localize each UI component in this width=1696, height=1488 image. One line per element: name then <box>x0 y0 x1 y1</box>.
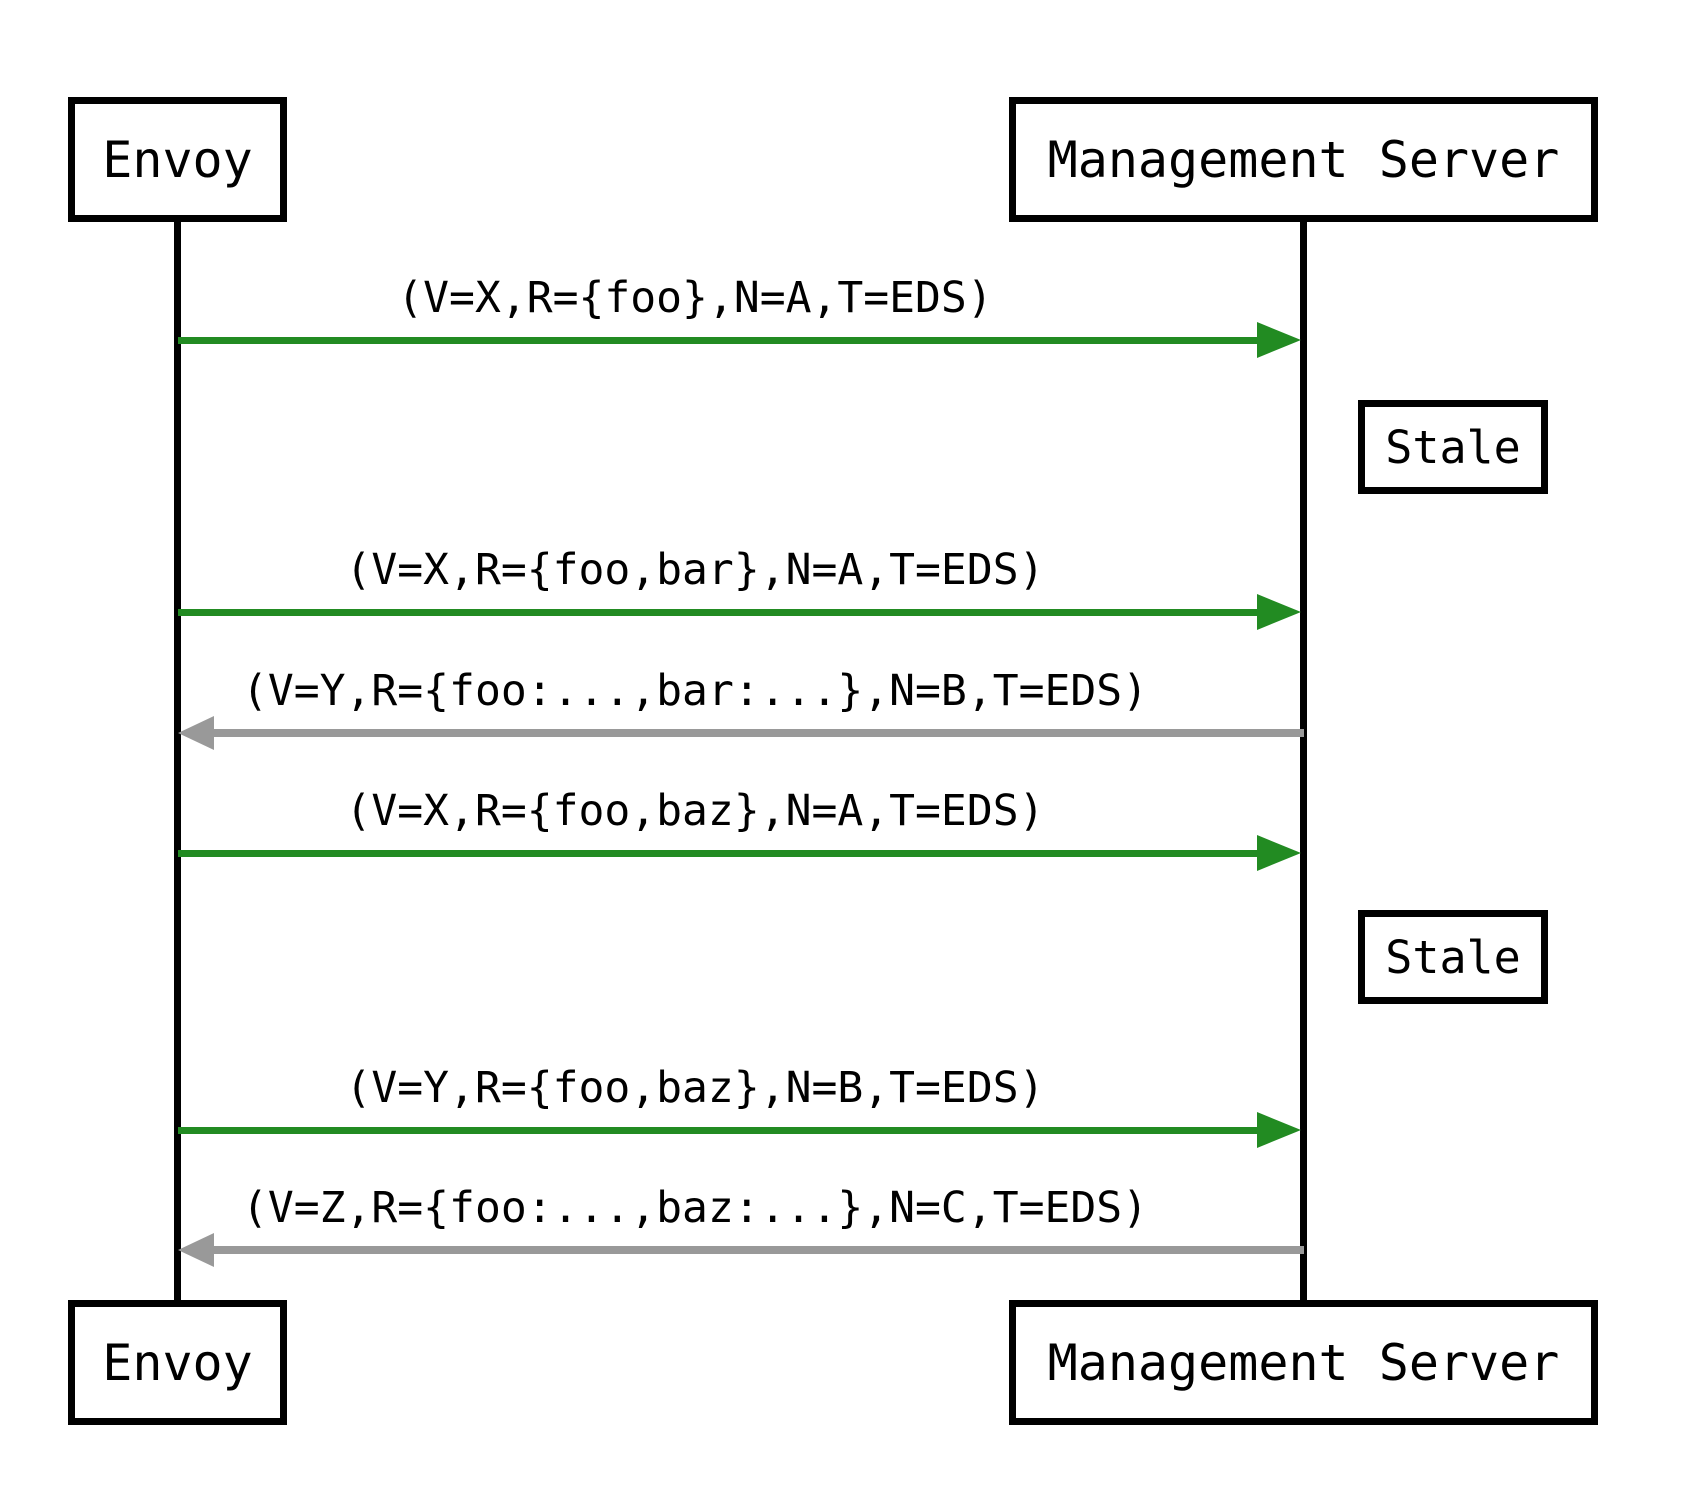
actor-envoy-top-label: Envoy <box>102 130 253 189</box>
message-3-arrowhead <box>178 716 214 750</box>
note-stale-2: Stale <box>1358 910 1548 1004</box>
message-4-arrowhead <box>1257 835 1301 871</box>
message-3-label: (V=Y,R={foo:...,bar:...},N=B,T=EDS) <box>241 666 1149 716</box>
note-stale-1: Stale <box>1358 400 1548 494</box>
note-stale-1-label: Stale <box>1385 420 1521 474</box>
lifeline-management-server <box>1300 220 1307 1302</box>
message-1-arrowhead <box>1257 322 1301 358</box>
message-6-arrowhead <box>178 1233 214 1267</box>
message-6-label: (V=Z,R={foo:...,baz:...},N=C,T=EDS) <box>241 1183 1149 1233</box>
message-5-label: (V=Y,R={foo,baz},N=B,T=EDS) <box>345 1063 1045 1113</box>
message-1-label: (V=X,R={foo},N=A,T=EDS) <box>397 273 993 323</box>
message-3-line <box>212 729 1304 737</box>
actor-management-server-bottom: Management Server <box>1009 1300 1598 1425</box>
note-stale-2-label: Stale <box>1385 930 1521 984</box>
actor-management-server-top: Management Server <box>1009 97 1598 222</box>
message-5-line <box>178 1127 1258 1134</box>
message-2-label: (V=X,R={foo,bar},N=A,T=EDS) <box>345 545 1045 595</box>
actor-envoy-bottom: Envoy <box>68 1300 287 1425</box>
message-5-arrowhead <box>1257 1112 1301 1148</box>
message-2-line <box>178 609 1258 616</box>
lifeline-envoy <box>174 220 181 1302</box>
message-6-line <box>212 1246 1304 1254</box>
actor-management-server-bottom-label: Management Server <box>1047 1333 1560 1392</box>
actor-management-server-top-label: Management Server <box>1047 130 1560 189</box>
actor-envoy-bottom-label: Envoy <box>102 1333 253 1392</box>
message-2-arrowhead <box>1257 594 1301 630</box>
message-1-line <box>178 337 1258 344</box>
message-4-label: (V=X,R={foo,baz},N=A,T=EDS) <box>345 786 1045 836</box>
actor-envoy-top: Envoy <box>68 97 287 222</box>
message-4-line <box>178 850 1258 857</box>
